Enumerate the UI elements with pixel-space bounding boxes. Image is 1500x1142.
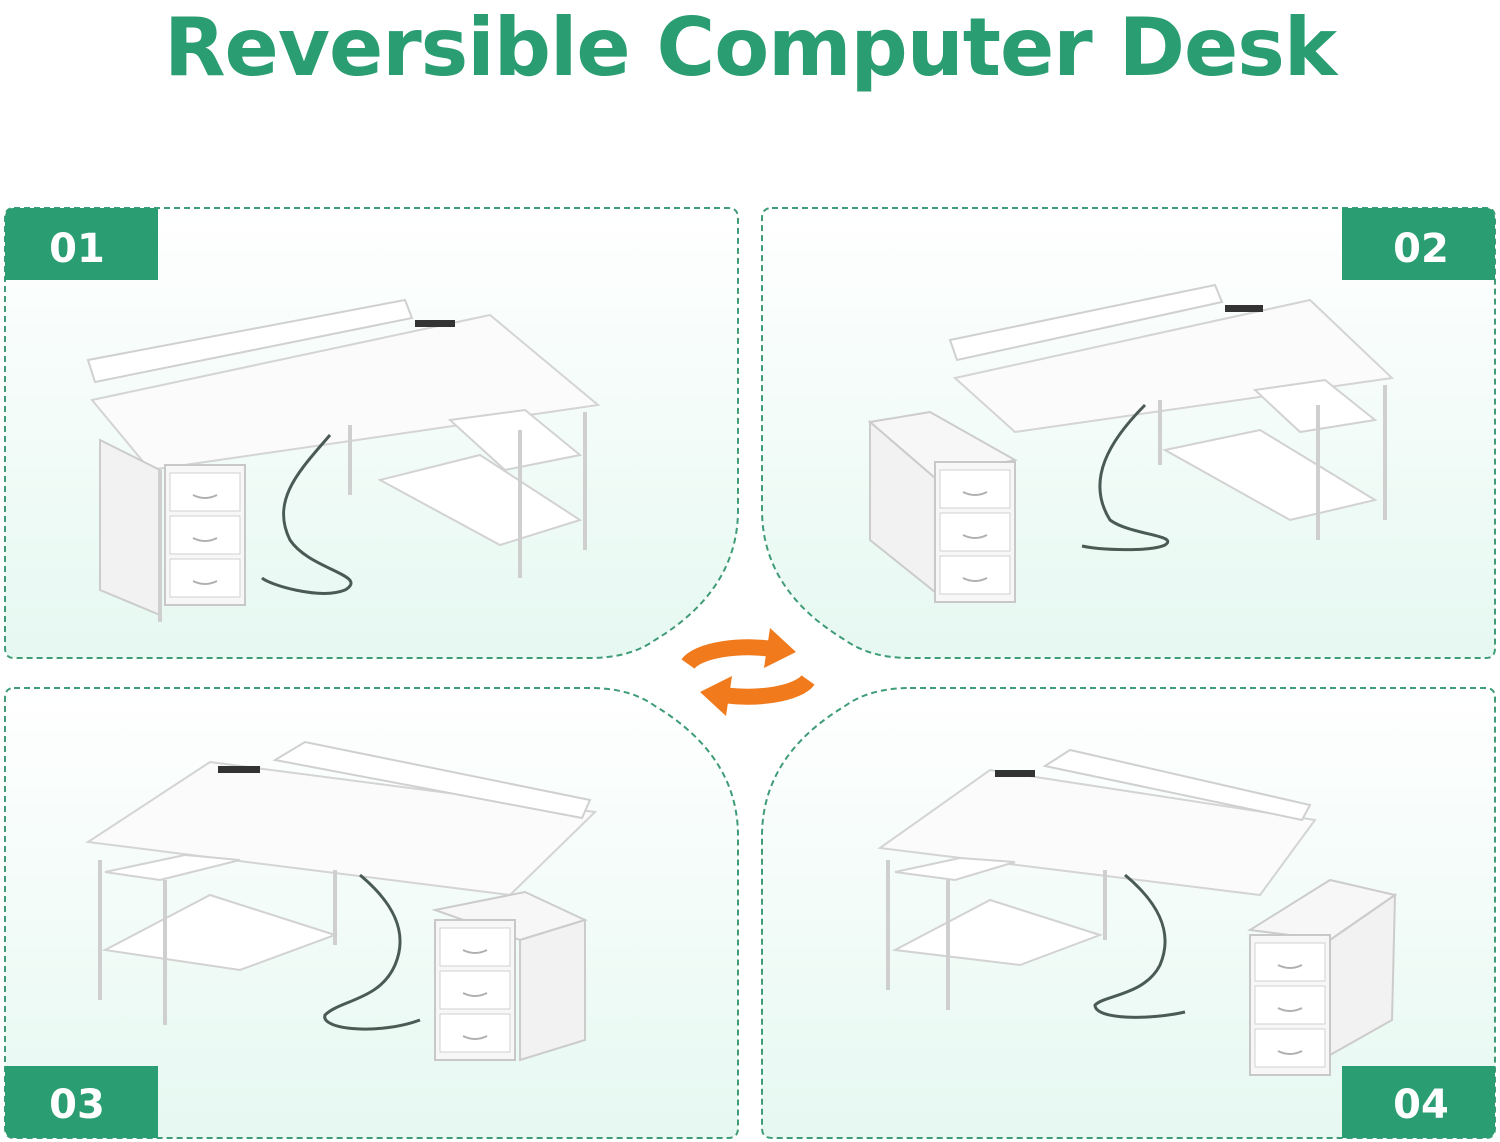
panel-02: 02 [761,207,1496,659]
panel-04: 04 [761,687,1496,1139]
rotate-arrows-icon [681,628,815,716]
page-title: Reversible Computer Desk [163,1,1337,94]
desk-illustration-04 [877,748,1398,1076]
desk-illustration-02 [867,283,1395,603]
panel-03: 03 [4,687,739,1139]
panel-01: 01 [4,207,739,659]
desk-illustration-03 [85,740,598,1062]
panel-label-04: 04 [1393,1082,1449,1128]
panel-label-02: 02 [1393,226,1449,272]
panel-label-03: 03 [49,1082,105,1128]
desk-illustration-01 [86,298,601,622]
panel-label-01: 01 [49,226,105,272]
